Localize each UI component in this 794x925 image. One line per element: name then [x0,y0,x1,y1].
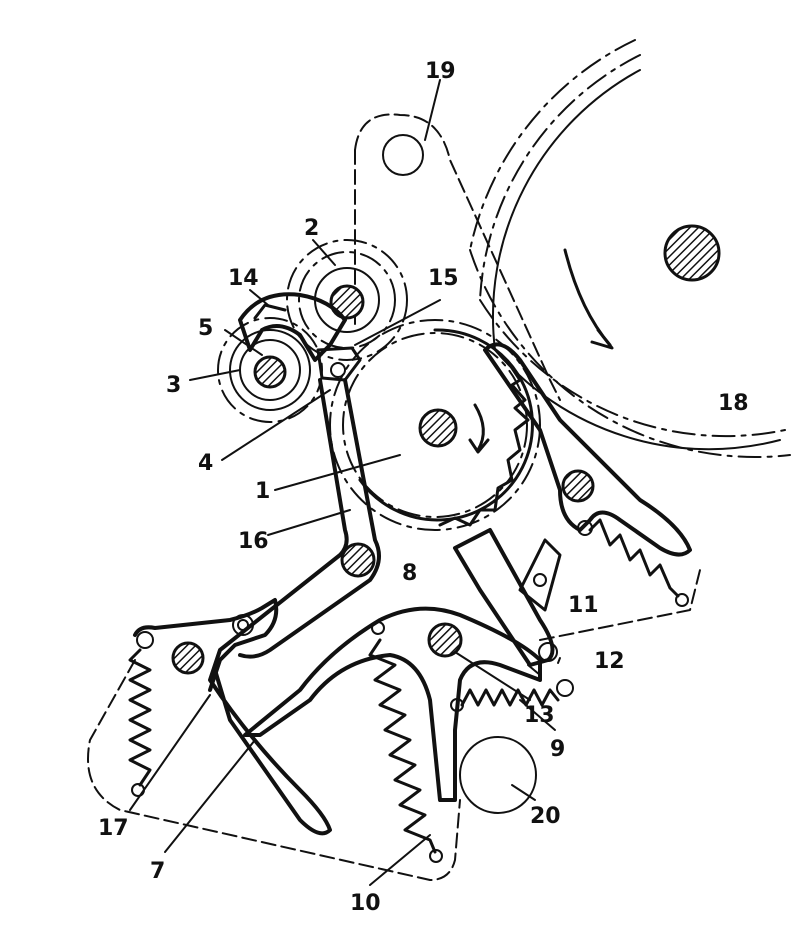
pawl-14 [238,292,347,362]
label-12: 12 [594,649,625,674]
pivot-19 [382,134,424,176]
label-13: 13 [524,703,555,728]
lever-8 [243,606,542,802]
label-14: 14 [228,266,259,291]
label-8: 8 [402,561,417,586]
rotation-arrow-wheel [473,403,485,452]
label-1: 1 [255,479,270,504]
label-4: 4 [198,451,213,476]
labels: 19 2 14 15 5 3 18 4 1 16 8 11 12 13 9 17… [98,59,749,916]
upper-plate [354,113,561,401]
label-2: 2 [304,216,319,241]
lever-17 [133,598,279,692]
rotation-arrow-wheel-head [468,438,490,454]
rotation-arrow-drum [563,248,612,347]
label-7: 7 [150,859,165,884]
pin-12 [538,642,558,662]
label-16: 16 [238,529,269,554]
springs [128,518,689,863]
pawl-11 [453,528,574,697]
lever-16 [208,378,381,836]
label-11: 11 [568,593,599,618]
label-9: 9 [550,737,565,762]
upper-pawl [483,342,692,557]
wheel-1 [329,319,541,531]
label-17: 17 [98,816,129,841]
label-10: 10 [350,891,381,916]
label-18: 18 [718,391,749,416]
label-3: 3 [166,373,181,398]
base-plate [87,569,701,881]
drum-18 [469,39,791,458]
drum-axle [663,224,721,282]
label-20: 20 [530,804,561,829]
rotation-arrow-drum-head [590,328,614,350]
roller-20 [459,736,537,814]
label-19: 19 [425,59,456,84]
part-15 [316,299,441,382]
gear-2 [286,239,408,361]
leader-lines [129,79,561,886]
label-5: 5 [198,316,213,341]
label-15: 15 [428,266,459,291]
gear-3 [217,317,323,423]
